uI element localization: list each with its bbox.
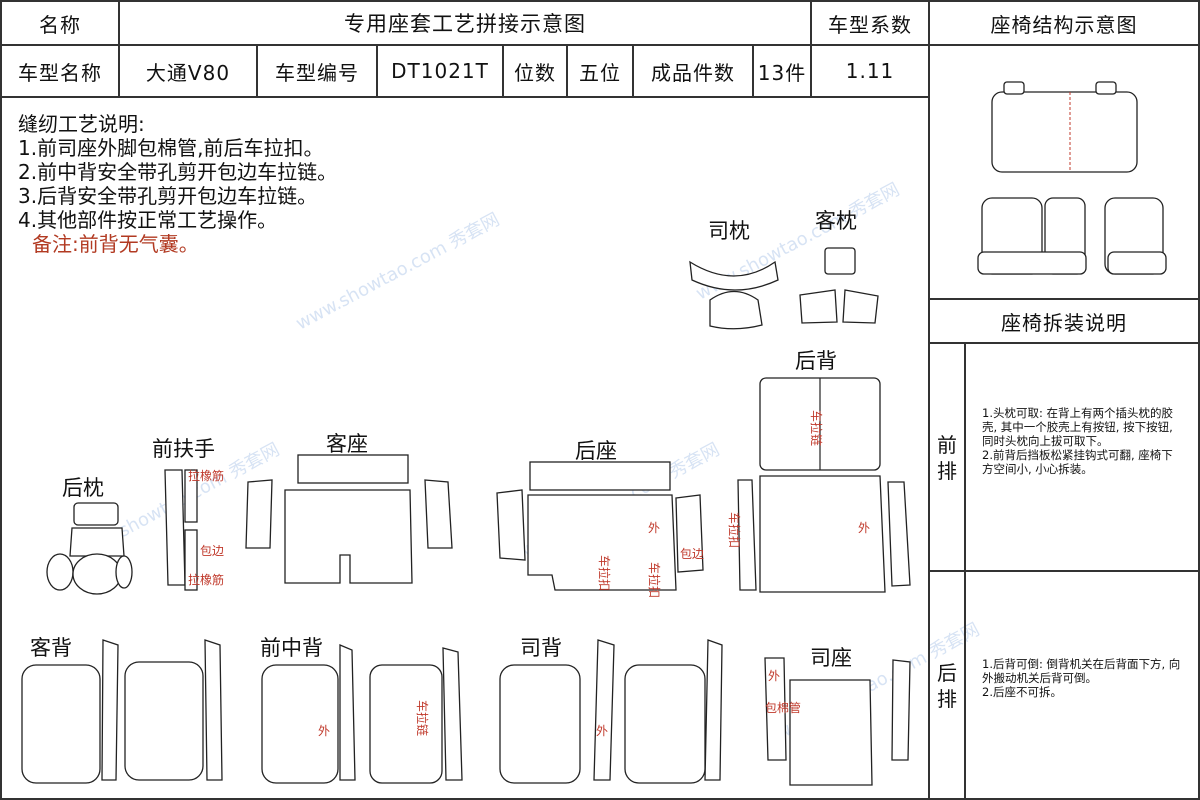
front-row-instructions: 1.头枕可取: 在背上有两个插头枕的胶壳, 其中一个胶壳上有按钮, 按下按钮, … <box>982 406 1174 476</box>
label-passenger-headrest: 客枕 <box>815 209 857 233</box>
seat-structure-sketch <box>977 81 1167 275</box>
rear-headrest-pieces <box>46 502 133 595</box>
svg-text:外: 外 <box>318 724 330 738</box>
structure-panel <box>928 44 1200 300</box>
name-label: 名称 <box>0 0 120 46</box>
label-front-armrest: 前扶手 <box>152 437 215 461</box>
note-item: 2.前中背安全带孔剪开包边车拉链。 <box>18 160 338 184</box>
svg-text:外: 外 <box>768 669 780 683</box>
svg-text:车拉链: 车拉链 <box>809 410 824 446</box>
label-driver-headrest: 司枕 <box>708 219 750 243</box>
label-rear-seat: 后座 <box>575 439 617 463</box>
passenger-back-pieces <box>21 639 223 784</box>
label-passenger-seat: 客座 <box>326 432 368 456</box>
annotation-marks: 拉橡筋 拉橡筋 包边 外 包边 外 外 外 外 车拉链 车拉链 车拉扣 车拉扣 … <box>188 410 870 738</box>
seats-value: 五位 <box>566 44 634 98</box>
notes-title: 缝纫工艺说明: <box>18 112 145 136</box>
svg-text:包边: 包边 <box>680 547 704 561</box>
disassembly-title: 座椅拆装说明 <box>928 298 1200 344</box>
svg-text:包边: 包边 <box>200 544 224 558</box>
svg-text:拉橡筋: 拉橡筋 <box>188 572 224 587</box>
label-rear-back: 后背 <box>795 349 837 373</box>
label-front-middle-back: 前中背 <box>260 636 323 660</box>
front-row-label: 前排 <box>937 433 957 483</box>
rear-back-pieces <box>737 377 911 593</box>
driver-headrest-pieces <box>689 260 779 330</box>
driver-back-pieces <box>499 639 723 784</box>
factor-label: 车型系数 <box>810 0 930 46</box>
pieces-label: 成品件数 <box>632 44 754 98</box>
sewing-notes: 缝纫工艺说明: 1.前司座外脚包棉管,前后车拉扣。 2.前中背安全带孔剪开包边车… <box>18 112 337 256</box>
structure-title: 座椅结构示意图 <box>928 0 1200 46</box>
driver-seat-pieces <box>764 657 911 786</box>
rear-row-instructions: 1.后背可倒: 倒背机关在后背面下方, 向外搬动机关后背可倒。 2.后座不可拆。 <box>982 657 1181 699</box>
model-name: 大通V80 <box>118 44 258 98</box>
model-name-label: 车型名称 <box>0 44 120 98</box>
svg-text:外: 外 <box>648 521 660 535</box>
notes-remark: 备注:前背无气囊。 <box>32 232 199 256</box>
svg-text:车拉链: 车拉链 <box>415 700 430 736</box>
rear-row-text-cell <box>964 570 1200 800</box>
label-driver-seat: 司座 <box>810 646 852 670</box>
svg-text:包棉管: 包棉管 <box>765 700 801 715</box>
front-middle-back-pieces <box>261 644 463 784</box>
page-title: 专用座套工艺拼接示意图 <box>118 0 812 46</box>
factor-value: 1.11 <box>810 44 930 98</box>
label-rear-headrest: 后枕 <box>62 476 104 500</box>
label-passenger-back: 客背 <box>30 636 72 660</box>
svg-text:车拉扣: 车拉扣 <box>727 512 742 548</box>
svg-text:外: 外 <box>596 724 608 738</box>
model-no: DT1021T <box>376 44 504 98</box>
note-item: 3.后背安全带孔剪开包边车拉链。 <box>18 184 318 208</box>
front-armrest-pieces <box>164 469 198 591</box>
svg-text:车拉扣: 车拉扣 <box>647 562 662 598</box>
rear-seat-pieces <box>496 461 704 591</box>
pieces-value: 13件 <box>752 44 812 98</box>
model-no-label: 车型编号 <box>256 44 378 98</box>
svg-text:外: 外 <box>858 521 870 535</box>
rear-row-label: 后排 <box>937 661 957 711</box>
note-item: 1.前司座外脚包棉管,前后车拉扣。 <box>18 136 324 160</box>
label-driver-back: 司背 <box>520 636 562 660</box>
passenger-headrest-pieces <box>799 247 879 324</box>
seats-label: 位数 <box>502 44 568 98</box>
svg-text:拉橡筋: 拉橡筋 <box>188 468 224 483</box>
svg-text:车拉扣: 车拉扣 <box>597 555 612 591</box>
passenger-seat-pieces <box>245 454 453 584</box>
note-item: 4.其他部件按正常工艺操作。 <box>18 208 278 232</box>
